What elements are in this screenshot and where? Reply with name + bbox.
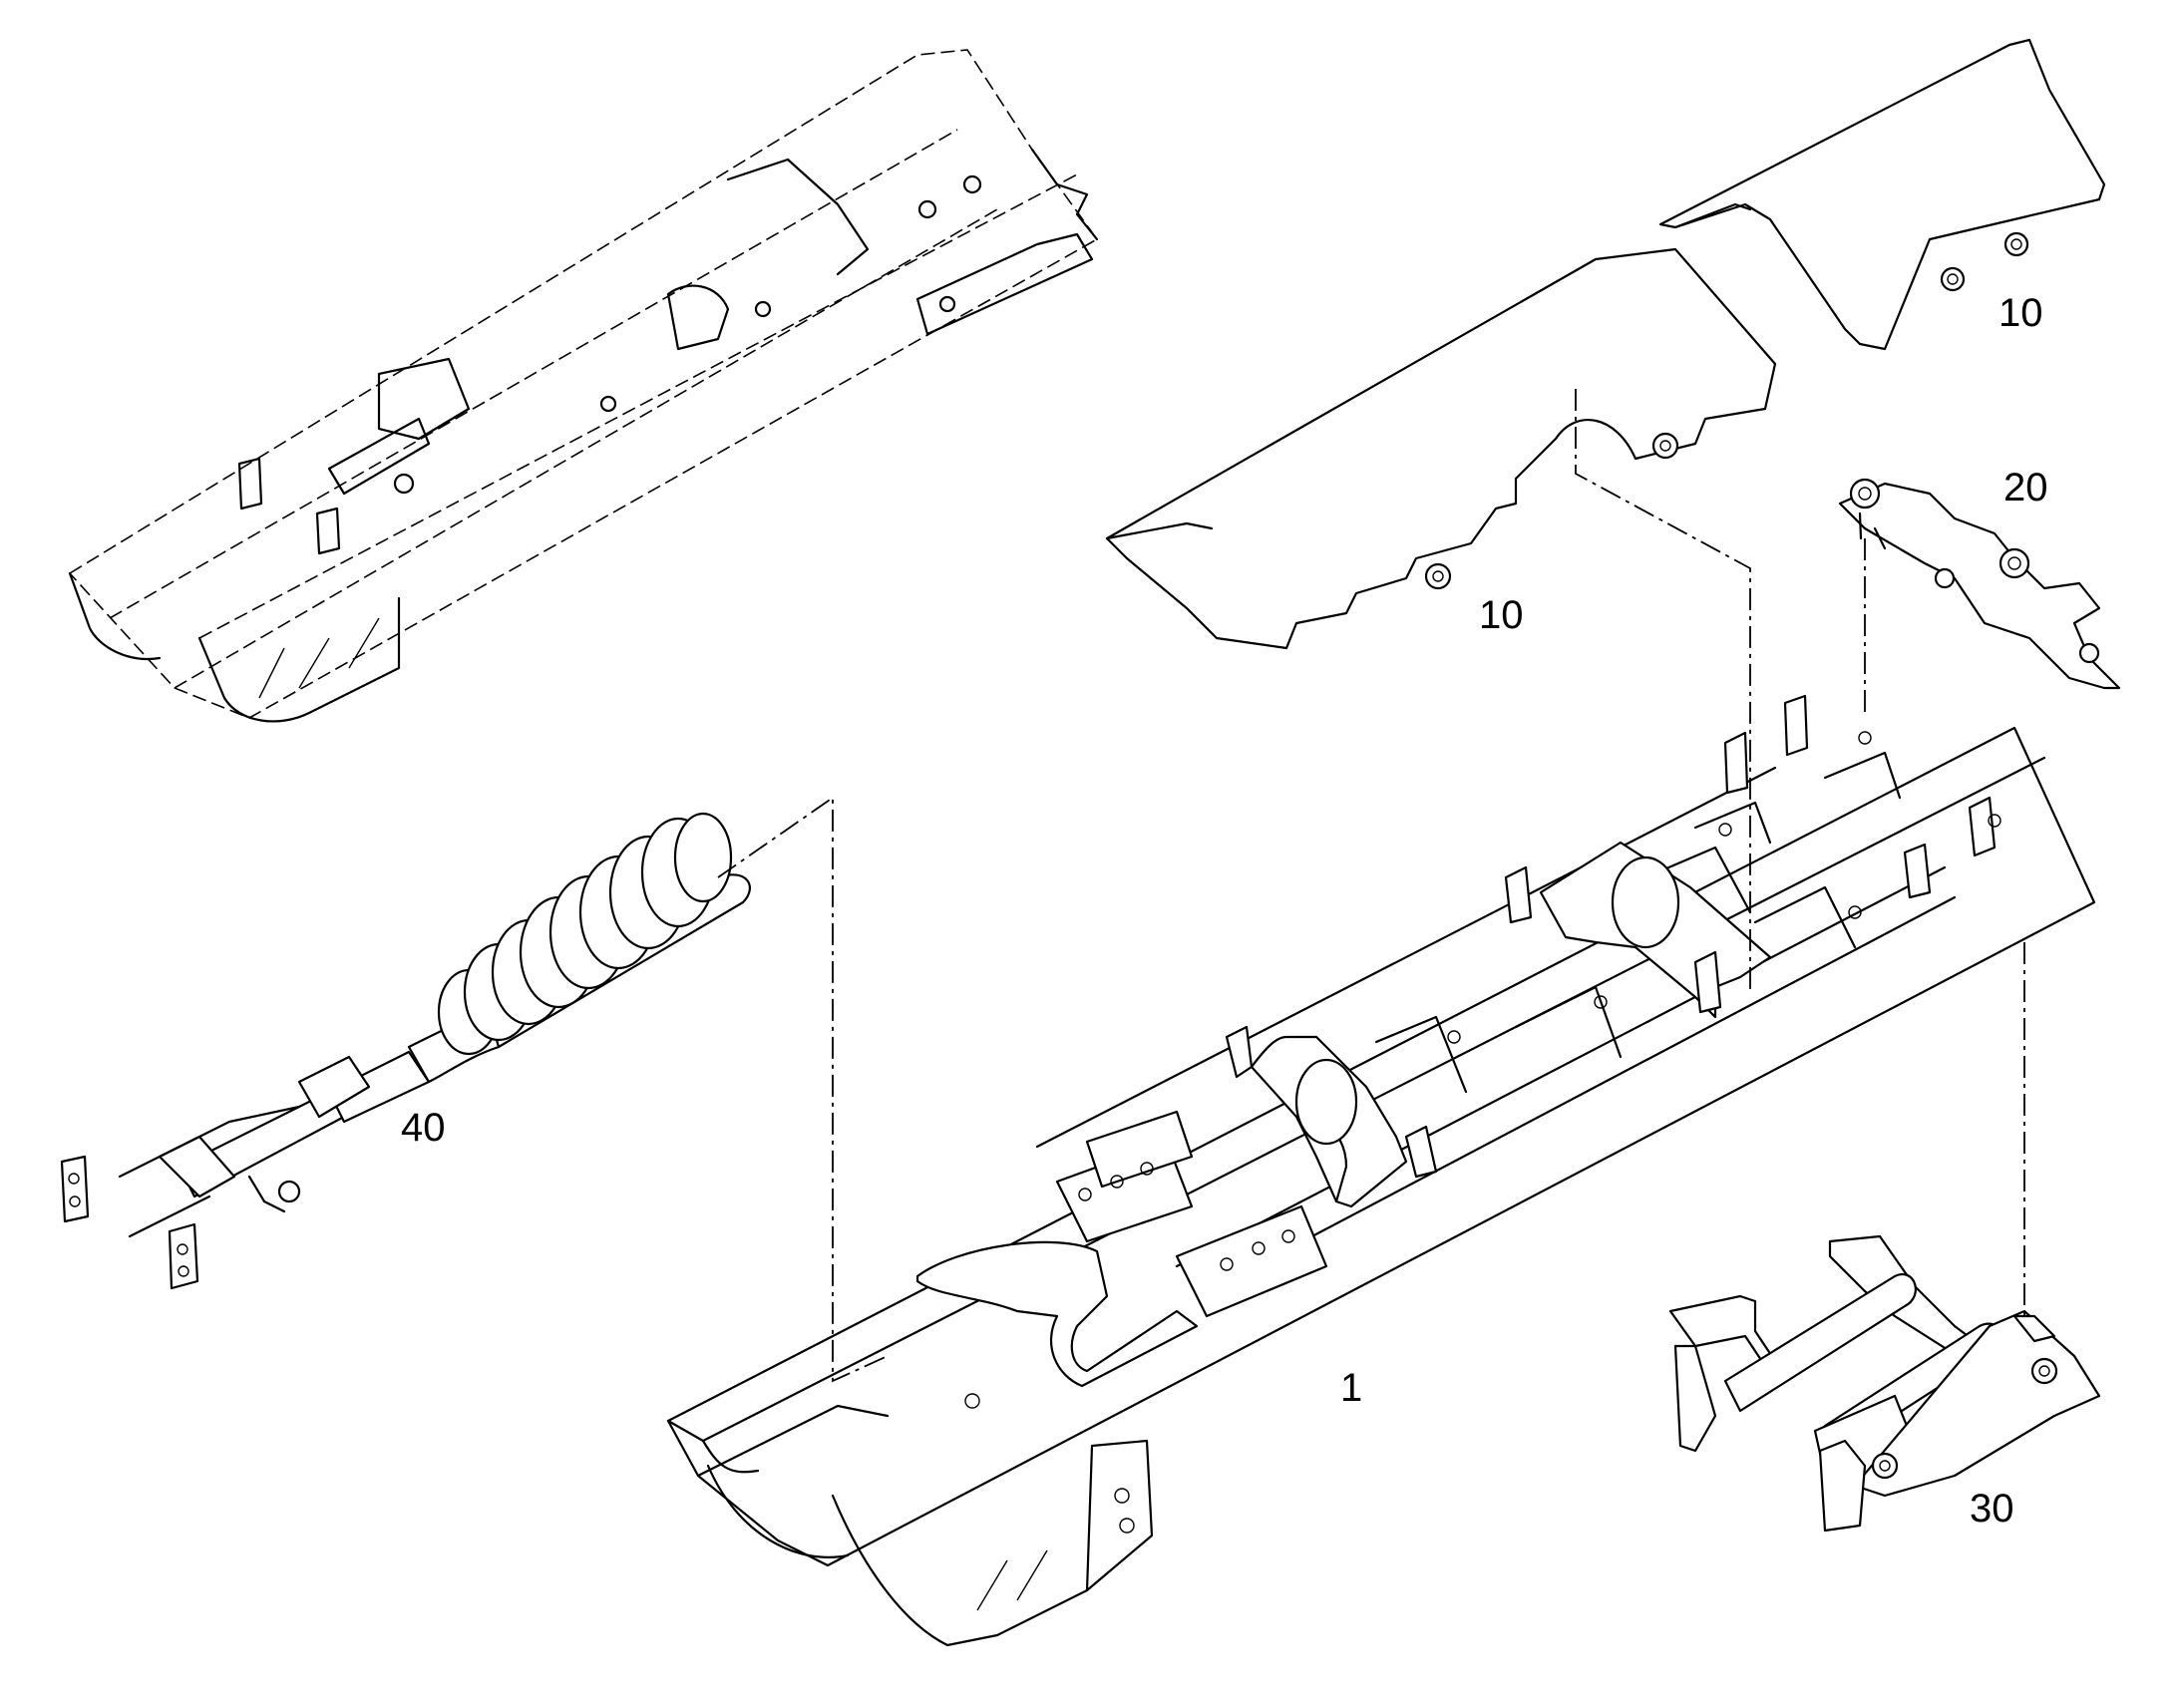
cover-plate-right — [1660, 40, 2104, 349]
assembly-leader-lines — [718, 389, 2024, 1381]
track-frame — [668, 696, 2094, 1645]
callout-labels: 10 10 20 30 40 1 — [401, 291, 2048, 1531]
callout-frame: 1 — [1340, 1366, 1362, 1410]
cover-plate-center — [1107, 249, 1775, 648]
spring-coil — [439, 814, 731, 1054]
callout-guard: 30 — [1970, 1487, 2014, 1531]
guard-assembly — [1670, 1236, 2099, 1531]
callout-cover-right: 10 — [1998, 291, 2043, 335]
bracket-assembly — [1840, 480, 2119, 688]
ghost-assembly-overview — [70, 50, 1097, 721]
frame-bolt-holes — [965, 732, 2000, 1533]
callout-spring-assembly: 40 — [401, 1106, 446, 1150]
callout-bracket: 20 — [2003, 466, 2048, 510]
spring-assembly — [62, 814, 750, 1288]
callout-cover-center: 10 — [1479, 593, 1524, 637]
